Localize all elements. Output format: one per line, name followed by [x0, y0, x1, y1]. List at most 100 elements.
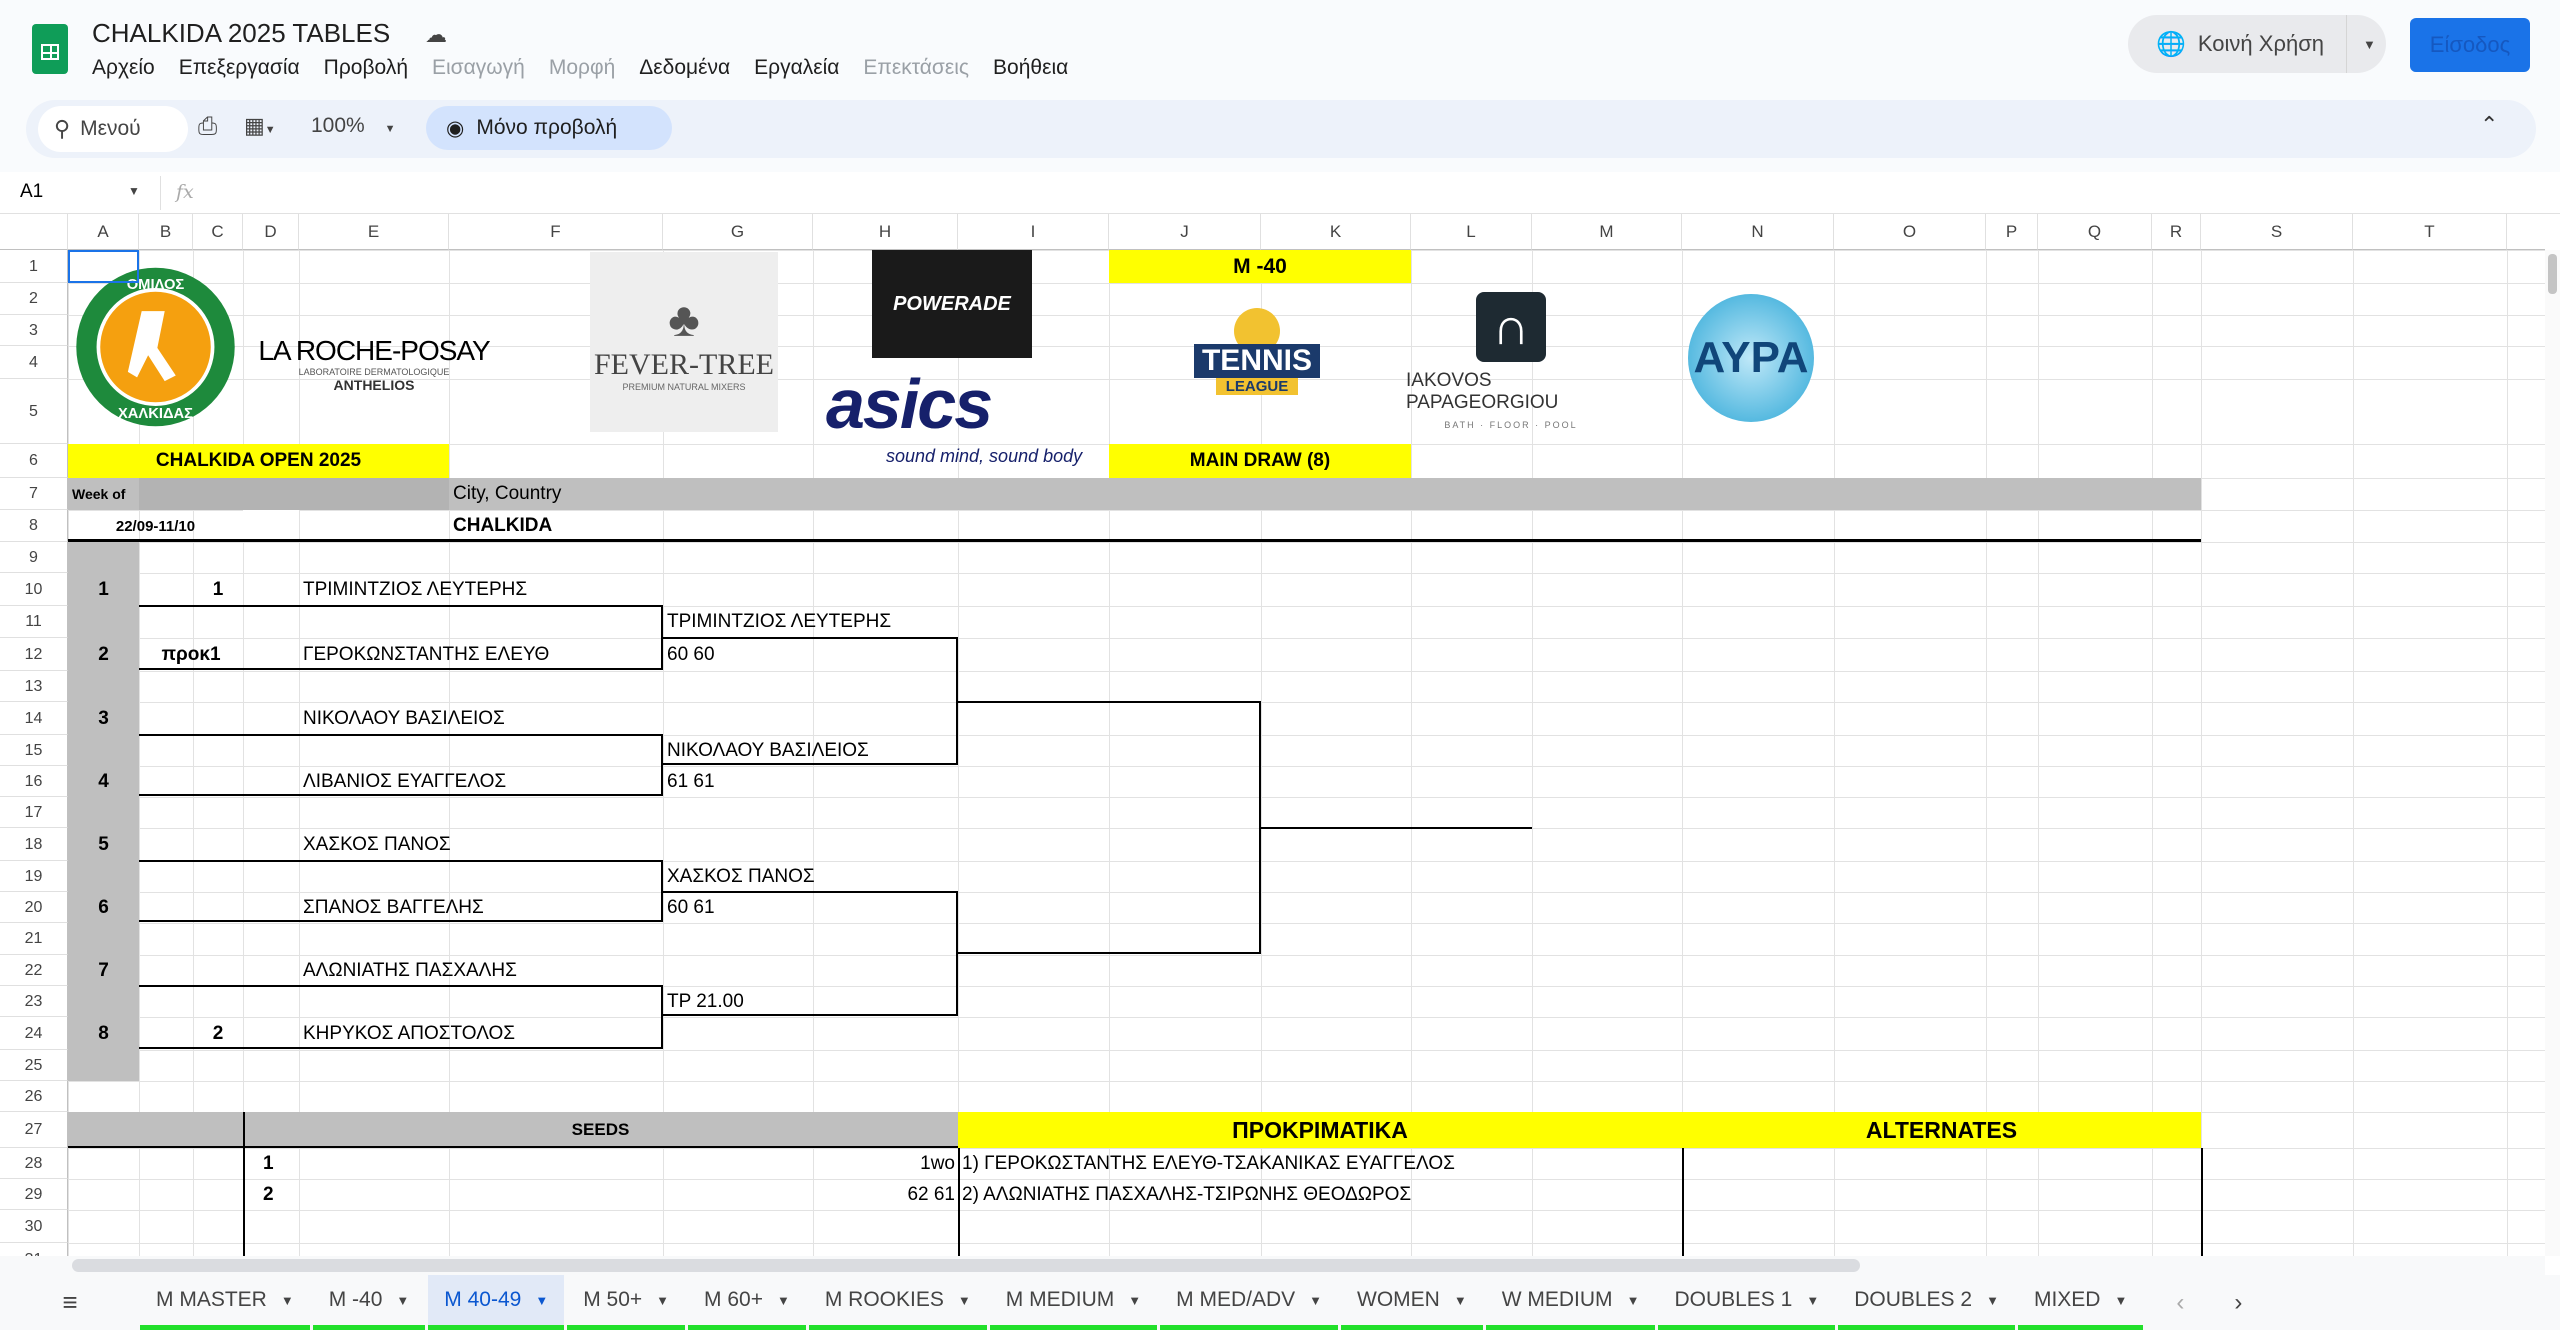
- row-header[interactable]: 20: [0, 892, 68, 923]
- menu-extensions[interactable]: Επεκτάσεις: [863, 56, 970, 79]
- column-header[interactable]: H: [813, 214, 958, 250]
- row-header[interactable]: 17: [0, 797, 68, 828]
- row-header[interactable]: 12: [0, 638, 68, 671]
- row-header[interactable]: 3: [0, 315, 68, 346]
- row-header[interactable]: 5: [0, 379, 68, 444]
- row-header[interactable]: 30: [0, 1210, 68, 1243]
- tab-dropdown-icon[interactable]: ▼: [776, 1292, 790, 1308]
- sheet-tab[interactable]: M ROOKIES▼: [808, 1275, 987, 1330]
- menu-data[interactable]: Δεδομένα: [639, 56, 731, 79]
- view-only-button[interactable]: ◉ Μόνο προβολή: [426, 106, 672, 150]
- row-header[interactable]: 4: [0, 346, 68, 379]
- column-header[interactable]: I: [958, 214, 1109, 250]
- row-header[interactable]: 27: [0, 1112, 68, 1148]
- row-header[interactable]: 1: [0, 250, 68, 283]
- row-header[interactable]: 31: [0, 1243, 68, 1256]
- tab-dropdown-icon[interactable]: ▼: [656, 1292, 670, 1308]
- share-button[interactable]: 🌐 Κοινή Χρήση ▼: [2128, 15, 2386, 73]
- tab-dropdown-icon[interactable]: ▼: [1128, 1292, 1142, 1308]
- menu-file[interactable]: Αρχείο: [92, 56, 155, 79]
- horizontal-scroll-thumb[interactable]: [72, 1259, 1860, 1272]
- tab-dropdown-icon[interactable]: ▼: [1309, 1292, 1323, 1308]
- row-header[interactable]: 11: [0, 606, 68, 638]
- column-header[interactable]: A: [68, 214, 139, 250]
- zoom-select[interactable]: 100% ▼: [311, 114, 396, 137]
- tab-dropdown-icon[interactable]: ▼: [957, 1292, 971, 1308]
- column-header[interactable]: R: [2152, 214, 2201, 250]
- sheet-tab[interactable]: M MASTER▼: [140, 1275, 310, 1330]
- row-header[interactable]: 29: [0, 1179, 68, 1210]
- sheet-tab[interactable]: M MEDIUM▼: [989, 1275, 1158, 1330]
- tab-dropdown-icon[interactable]: ▼: [1626, 1292, 1640, 1308]
- column-header[interactable]: N: [1682, 214, 1834, 250]
- sign-in-button[interactable]: Είσοδος: [2410, 18, 2530, 72]
- column-header[interactable]: F: [449, 214, 663, 250]
- row-header[interactable]: 16: [0, 766, 68, 797]
- row-header[interactable]: 10: [0, 573, 68, 606]
- column-header[interactable]: C: [193, 214, 243, 250]
- column-header[interactable]: Q: [2038, 214, 2152, 250]
- row-header[interactable]: 26: [0, 1081, 68, 1112]
- column-header[interactable]: O: [1834, 214, 1986, 250]
- row-header[interactable]: 19: [0, 861, 68, 892]
- menu-insert[interactable]: Εισαγωγή: [432, 56, 525, 79]
- sheet-tab[interactable]: DOUBLES 1▼: [1658, 1275, 1836, 1330]
- tabs-scroll-right-icon[interactable]: ›: [2234, 1288, 2243, 1316]
- sheet-tab[interactable]: M 50+▼: [567, 1275, 686, 1330]
- column-header[interactable]: D: [243, 214, 299, 250]
- row-header[interactable]: 9: [0, 542, 68, 573]
- print-icon[interactable]: ⎙: [198, 113, 218, 140]
- menu-help[interactable]: Βοήθεια: [993, 56, 1069, 79]
- column-header[interactable]: S: [2201, 214, 2353, 250]
- tabs-scroll-left-icon[interactable]: ‹: [2176, 1288, 2185, 1316]
- spreadsheet-grid[interactable]: CHALKIDA OPEN 2025 M -40 MAIN DRAW (8) W…: [0, 214, 2545, 1256]
- cloud-status-icon[interactable]: ☁: [425, 22, 447, 47]
- column-header[interactable]: G: [663, 214, 813, 250]
- row-header[interactable]: 24: [0, 1017, 68, 1050]
- row-header[interactable]: 21: [0, 923, 68, 955]
- sheet-tab[interactable]: W MEDIUM▼: [1485, 1275, 1656, 1330]
- tab-dropdown-icon[interactable]: ▼: [2114, 1292, 2128, 1308]
- sheet-tab[interactable]: M MED/ADV▼: [1160, 1275, 1339, 1330]
- row-header[interactable]: 23: [0, 986, 68, 1017]
- format-icon[interactable]: ▦▼: [244, 113, 276, 138]
- select-all-corner[interactable]: [0, 214, 68, 250]
- tab-dropdown-icon[interactable]: ▼: [1806, 1292, 1820, 1308]
- sheet-tab[interactable]: WOMEN▼: [1341, 1275, 1483, 1330]
- row-header[interactable]: 6: [0, 444, 68, 478]
- row-header[interactable]: 22: [0, 955, 68, 986]
- share-dropdown-icon[interactable]: ▼: [2363, 36, 2376, 52]
- column-header[interactable]: M: [1532, 214, 1682, 250]
- formula-input[interactable]: [212, 174, 2542, 212]
- column-header[interactable]: P: [1986, 214, 2038, 250]
- name-box[interactable]: A1: [20, 181, 44, 202]
- selected-cell-a1[interactable]: [68, 250, 139, 283]
- row-header[interactable]: 2: [0, 283, 68, 315]
- column-header[interactable]: L: [1411, 214, 1532, 250]
- column-header[interactable]: J: [1109, 214, 1261, 250]
- sheet-tab[interactable]: MIXED▼: [2017, 1275, 2144, 1330]
- row-header[interactable]: 8: [0, 510, 68, 542]
- document-title[interactable]: CHALKIDA 2025 TABLES: [92, 18, 391, 48]
- column-header[interactable]: B: [139, 214, 193, 250]
- vertical-scrollbar[interactable]: [2545, 250, 2560, 1256]
- tab-dropdown-icon[interactable]: ▼: [280, 1292, 294, 1308]
- menu-tools[interactable]: Εργαλεία: [754, 56, 840, 79]
- row-header[interactable]: 14: [0, 702, 68, 735]
- column-header[interactable]: K: [1261, 214, 1411, 250]
- sheet-tab[interactable]: M -40▼: [312, 1275, 426, 1330]
- sheet-tab[interactable]: M 60+▼: [688, 1275, 806, 1330]
- sheet-tab[interactable]: DOUBLES 2▼: [1838, 1275, 2015, 1330]
- column-header[interactable]: T: [2353, 214, 2507, 250]
- tab-dropdown-icon[interactable]: ▼: [1986, 1292, 1999, 1308]
- all-sheets-menu-icon[interactable]: ≡: [62, 1287, 78, 1317]
- row-header[interactable]: 15: [0, 735, 68, 766]
- row-header[interactable]: 7: [0, 478, 68, 510]
- menu-format[interactable]: Μορφή: [548, 56, 616, 79]
- name-box-dropdown-icon[interactable]: ▼: [128, 184, 140, 198]
- row-header[interactable]: 25: [0, 1050, 68, 1081]
- row-header[interactable]: 13: [0, 671, 68, 702]
- tab-dropdown-icon[interactable]: ▼: [1453, 1292, 1467, 1308]
- menu-edit[interactable]: Επεξεργασία: [178, 56, 300, 79]
- collapse-chevron-icon[interactable]: ⌃: [2480, 112, 2499, 137]
